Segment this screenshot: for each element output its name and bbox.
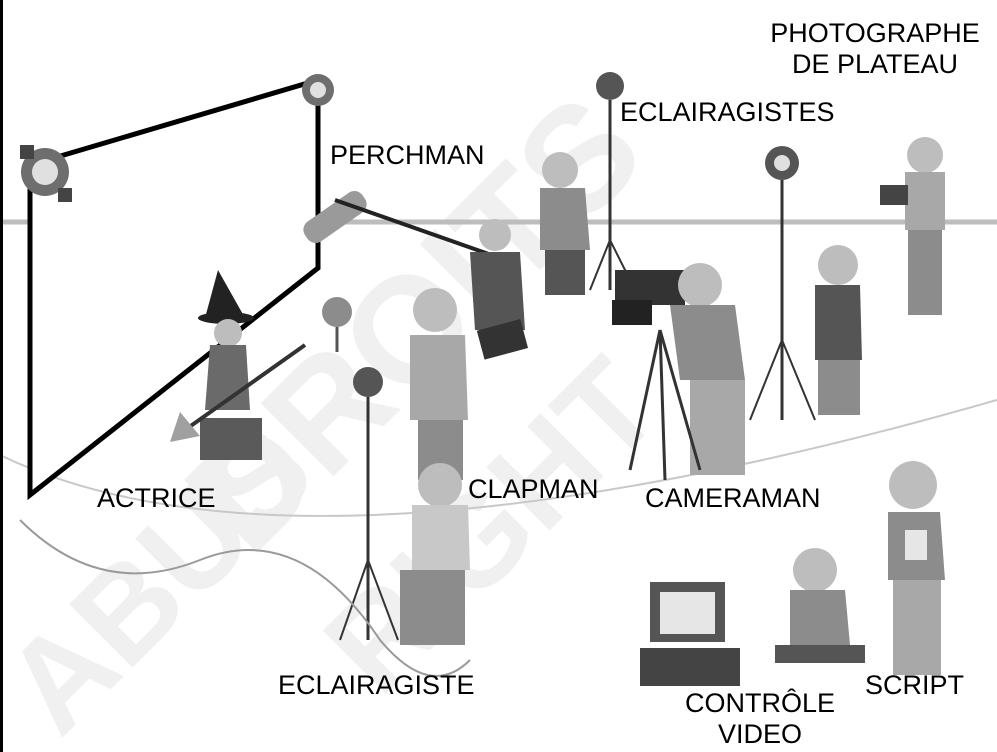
light-stand-right: [750, 146, 815, 420]
video-monitor: [640, 582, 740, 686]
script-supervisor-figure: [888, 461, 945, 675]
eclairagiste-label: ECLAIRAGISTE: [278, 670, 475, 701]
photographe-label-line1: PHOTOGRAPHE: [760, 18, 990, 49]
actrice-label: ACTRICE: [97, 483, 216, 514]
photographe-label-line2: DE PLATEAU: [760, 49, 990, 80]
clapman-label: CLAPMAN: [468, 474, 599, 505]
cameraman-label: CAMERAMAN: [645, 483, 821, 514]
controle-label-line1: CONTRÔLE: [660, 688, 860, 719]
studio-lamp-top: [302, 74, 334, 106]
eclairagistes-label: ECLAIRAGISTES: [620, 97, 835, 128]
controle-label-line2: VIDEO: [660, 719, 860, 750]
left-border: [0, 0, 3, 752]
script-label: SCRIPT: [865, 670, 964, 701]
photographer-figure: [880, 137, 945, 315]
perchman-label: PERCHMAN: [330, 140, 485, 171]
video-operator-figure: [775, 548, 865, 663]
assistant-figure: [815, 245, 862, 415]
